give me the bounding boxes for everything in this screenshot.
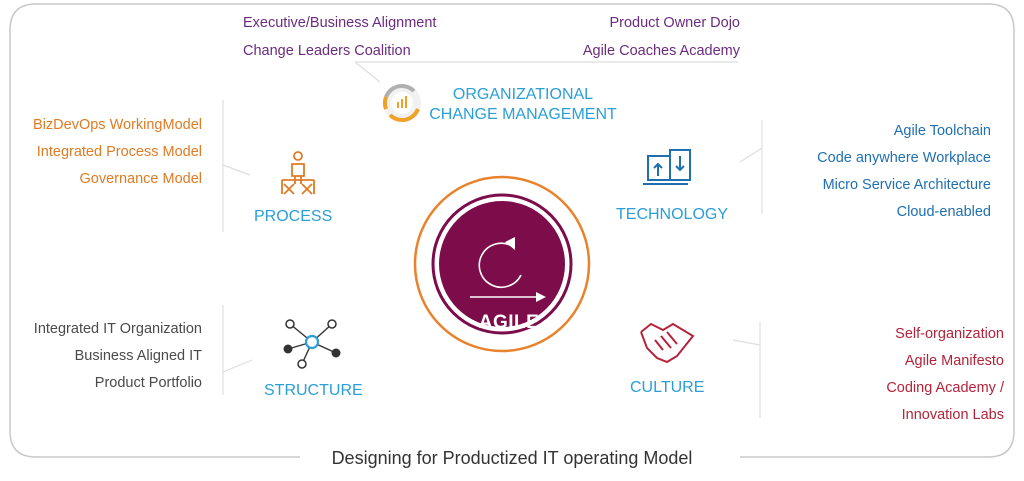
structure-item: Product Portfolio bbox=[94, 375, 202, 391]
connector-lines bbox=[222, 61, 763, 418]
culture-item: Agile Manifesto bbox=[904, 353, 1004, 369]
iteration-cycle-icon bbox=[470, 237, 546, 302]
culture-title: CULTURE bbox=[630, 379, 705, 396]
technology-title: TECHNOLOGY bbox=[616, 206, 729, 223]
agile-core bbox=[439, 201, 565, 327]
process-item: Governance Model bbox=[79, 171, 202, 187]
outer-border bbox=[9, 3, 1015, 458]
process-item: BizDevOps WorkingModel bbox=[33, 117, 202, 133]
network-nodes-icon bbox=[283, 319, 341, 369]
diagram-caption: Designing for Productized IT operating M… bbox=[331, 448, 693, 468]
structure-title: STRUCTURE bbox=[264, 382, 363, 399]
ocm-title-line1: ORGANIZATIONAL bbox=[452, 86, 594, 103]
culture-item: Self-organization bbox=[895, 326, 1004, 342]
ocm-left-item: Change Leaders Coalition bbox=[243, 43, 411, 59]
agile-outer-ring bbox=[413, 175, 591, 353]
technology-item: Cloud-enabled bbox=[896, 204, 991, 220]
culture-item: Innovation Labs bbox=[901, 407, 1004, 423]
structure-item: Integrated IT Organization bbox=[33, 321, 202, 337]
ocm-right-item: Agile Coaches Academy bbox=[582, 43, 740, 59]
process-item: Integrated Process Model bbox=[36, 144, 202, 160]
culture-item: Coding Academy / bbox=[886, 380, 1004, 396]
technology-item: Micro Service Architecture bbox=[822, 177, 991, 193]
structure-item: Business Aligned IT bbox=[74, 348, 202, 364]
process-title: PROCESS bbox=[254, 208, 333, 225]
technology-item: Code anywhere Workplace bbox=[817, 150, 991, 166]
technology-item: Agile Toolchain bbox=[893, 123, 991, 139]
ocm-right-item: Product Owner Dojo bbox=[609, 15, 740, 31]
change-cycle-icon bbox=[382, 83, 421, 123]
agile-label: AGILE bbox=[478, 312, 540, 333]
process-flow-icon bbox=[281, 151, 315, 195]
ocm-title: ORGANIZATIONAL CHANGE MANAGEMENT bbox=[428, 85, 618, 125]
ocm-title-line2: CHANGE MANAGEMENT bbox=[429, 106, 617, 123]
laptop-upload-download-icon bbox=[643, 149, 691, 185]
ocm-left-item: Executive/Business Alignment bbox=[243, 15, 437, 31]
handshake-icon bbox=[640, 322, 695, 364]
